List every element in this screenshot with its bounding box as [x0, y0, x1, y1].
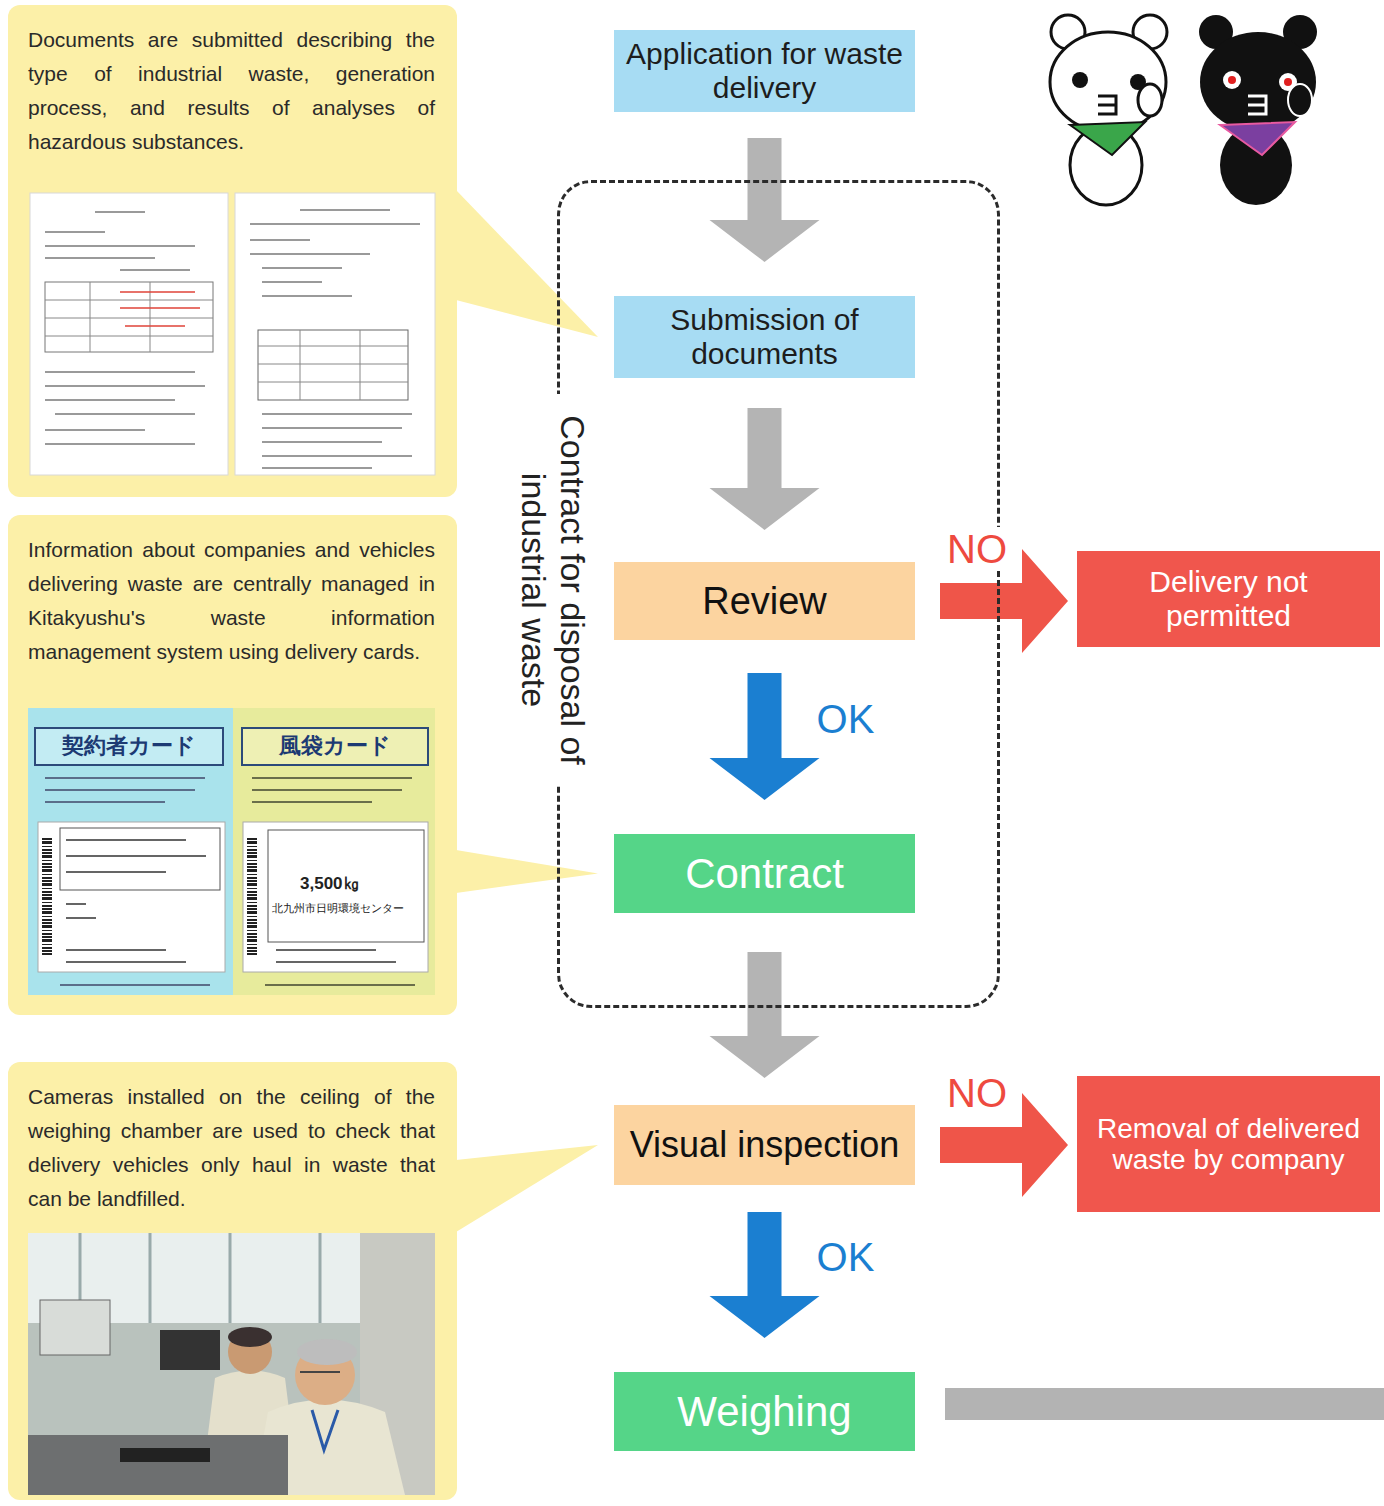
- flow-arrow: [710, 952, 820, 1078]
- mascot-head: [1050, 32, 1166, 132]
- card-field-frame: [268, 830, 424, 942]
- photo-ground: [28, 1233, 435, 1495]
- delivery-card: [233, 708, 435, 995]
- mascot-bandana: [1220, 122, 1295, 155]
- flow-arrow: [710, 1212, 820, 1338]
- group-title: Contract for disposal of industrial wast…: [512, 394, 594, 786]
- box-label: Delivery not permitted: [1089, 565, 1368, 632]
- callout-box: Information about companies and vehicles…: [8, 515, 457, 1015]
- box-label: Contract: [626, 850, 903, 897]
- photo-glasses: [300, 1371, 340, 1373]
- process-box: Weighing: [614, 1372, 915, 1451]
- document-page: [235, 193, 435, 475]
- document-table: [45, 282, 213, 352]
- photo-person-hair: [228, 1327, 272, 1347]
- process-box: Contract: [614, 834, 915, 913]
- delivery-card: [28, 708, 233, 995]
- card-fine-print: [60, 984, 210, 986]
- box-label: Review: [626, 580, 903, 623]
- decision-box: Review: [614, 562, 915, 640]
- callout-pointer: [456, 850, 598, 893]
- callout-box: Documents are submitted describing the t…: [8, 5, 457, 497]
- flow-arrow: [710, 138, 820, 262]
- box-label: Application for waste delivery: [626, 37, 903, 104]
- mascot-eye: [1223, 71, 1241, 89]
- document-lines: [262, 414, 412, 468]
- mascot-bandana: [1070, 122, 1145, 155]
- process-box: Application for waste delivery: [614, 30, 915, 112]
- callout-panel: [8, 1062, 457, 1500]
- document-page: [30, 193, 228, 475]
- document-red-lines: [120, 292, 200, 326]
- card-fine-print: [252, 778, 412, 802]
- callout-panel: [8, 5, 457, 497]
- photo-keyboard: [120, 1448, 210, 1462]
- mascot-mouth: [1098, 96, 1116, 114]
- callout-pointer: [456, 1145, 598, 1232]
- edge-label: OK: [813, 697, 879, 741]
- edge-label: NO: [943, 1071, 1011, 1115]
- barcode: [247, 838, 257, 955]
- card-address: 北九州市日明環境センター: [272, 902, 422, 934]
- callout-text: Cameras installed on the ceiling of the …: [28, 1080, 435, 1216]
- photo-desk: [28, 1435, 288, 1495]
- document-lines: [45, 372, 205, 444]
- mascot-pupil: [1228, 76, 1236, 84]
- card-inner: [243, 822, 428, 972]
- callout-pointer: [456, 190, 598, 337]
- card-fine-print: [66, 840, 206, 962]
- outcome-box: Delivery not permitted: [1077, 551, 1380, 647]
- card-fine-print: [276, 950, 396, 962]
- outcome-box: Removal of delivered waste by company: [1077, 1076, 1380, 1212]
- box-label: Submission of documents: [626, 303, 903, 370]
- document-table: [258, 330, 408, 400]
- mascot-paw: [1288, 84, 1312, 116]
- box-label: Weighing: [626, 1388, 903, 1435]
- photo-monitor: [40, 1300, 110, 1355]
- photo-window-bars: [80, 1233, 400, 1323]
- photo-monitor: [160, 1330, 220, 1370]
- edge-label: OK: [813, 1235, 879, 1279]
- callout-panel: [8, 515, 457, 1015]
- document-table-grid: [258, 330, 408, 400]
- card-weight: 3,500㎏: [300, 874, 415, 898]
- card-fine-print: [45, 778, 205, 802]
- card-field-frame: [60, 828, 220, 890]
- process-box: Submission of documents: [614, 296, 915, 378]
- barcode: [42, 838, 52, 955]
- decision-box: Visual inspection: [614, 1105, 915, 1185]
- photo-person-hair: [297, 1339, 357, 1365]
- card-title: 契約者カード: [35, 728, 223, 765]
- flow-arrow: [710, 408, 820, 530]
- document-lines: [250, 210, 420, 296]
- group-frame: Contract for disposal of industrial wast…: [557, 180, 1000, 1008]
- flow-arrow: [710, 673, 820, 800]
- card-fine-print: [265, 984, 415, 986]
- card-inner: [38, 822, 225, 972]
- box-label: Visual inspection: [626, 1125, 903, 1165]
- mascot-head: [1200, 32, 1316, 132]
- edge-label: NO: [943, 527, 1011, 571]
- mascot-eye: [1072, 72, 1088, 88]
- callout-box: Cameras installed on the ceiling of the …: [8, 1062, 457, 1500]
- document-table-grid: [45, 282, 213, 352]
- callout-text: Documents are submitted describing the t…: [28, 23, 435, 159]
- card-title-frame: [242, 728, 428, 765]
- mascot-paw: [1138, 84, 1162, 116]
- card-title: 風袋カード: [242, 728, 428, 765]
- callout-text: Information about companies and vehicles…: [28, 533, 435, 669]
- mascot-mouth: [1248, 96, 1266, 114]
- document-lines: [45, 212, 195, 270]
- continuation-bar: [945, 1388, 1384, 1420]
- card-title-frame: [35, 728, 223, 765]
- photo-lanyard: [312, 1410, 338, 1450]
- box-label: Removal of delivered waste by company: [1089, 1113, 1368, 1176]
- mascot-pupil: [1284, 78, 1292, 86]
